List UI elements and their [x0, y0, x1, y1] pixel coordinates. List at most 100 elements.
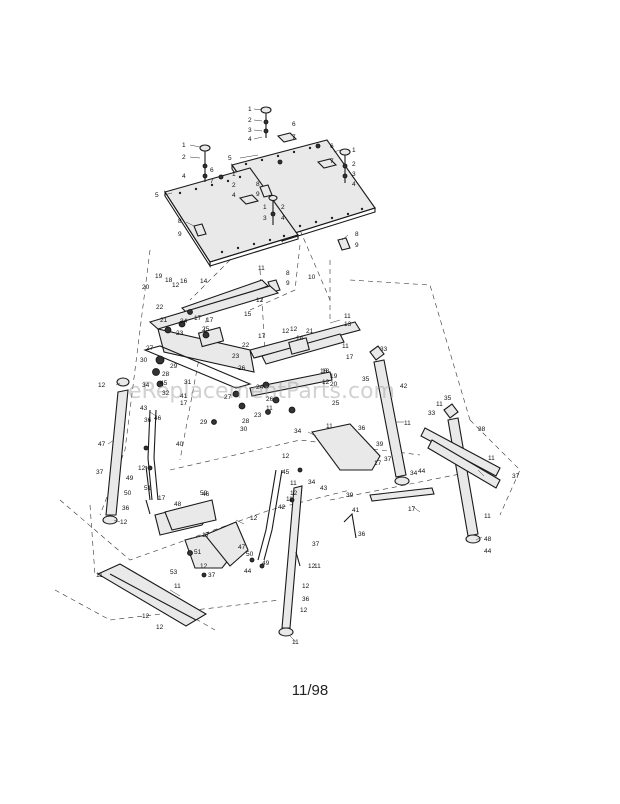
- callout-label: 3: [263, 215, 267, 222]
- callout-label: 28: [162, 371, 170, 378]
- callout-label: 8: [355, 231, 359, 238]
- callout-label: 51: [144, 485, 152, 492]
- callout-label: 6: [292, 121, 296, 128]
- callout-label: 4: [182, 173, 186, 180]
- callout-label: 33: [380, 346, 388, 353]
- callout-label: 11: [436, 401, 443, 408]
- callout-label: 1: [248, 106, 252, 113]
- callout-label: 12: [250, 515, 258, 522]
- callout-label: 17: [346, 354, 354, 361]
- callout-label: 49: [126, 475, 134, 482]
- callout-label: 30: [240, 426, 248, 433]
- callout-label: 5: [228, 155, 232, 162]
- callout-label: 14: [296, 335, 304, 342]
- callout-label: 37: [312, 541, 320, 548]
- callout-label: 11: [488, 455, 495, 462]
- callout-label: 18: [165, 277, 173, 284]
- callout-label: 12: [98, 382, 106, 389]
- callout-label: 3: [248, 127, 252, 134]
- callout-label: 23: [176, 330, 184, 337]
- callout-label: 8: [178, 218, 182, 225]
- callout-label: 4: [248, 136, 252, 143]
- callout-label: 12: [290, 490, 298, 497]
- callout-label: 9: [256, 191, 260, 198]
- callout-label: 37: [208, 572, 216, 579]
- callout-label: 4: [352, 181, 356, 188]
- callout-label: 12: [308, 563, 316, 570]
- callout-label: 37: [96, 469, 104, 476]
- part-callouts: 1 2 3 4 6 7 5 1 2 4 6 7 1 2 3 4 1 2 4 6 …: [96, 106, 520, 646]
- callout-label: 34: [308, 479, 316, 486]
- callout-label: 6: [210, 167, 214, 174]
- callout-label: 4: [281, 215, 285, 222]
- callout-label: 27: [224, 394, 232, 401]
- callout-label: 43: [140, 405, 148, 412]
- callout-label: 15: [244, 311, 252, 318]
- callout-label: 20: [330, 381, 338, 388]
- callout-label: 12: [120, 519, 128, 526]
- callout-label: 12: [302, 583, 310, 590]
- callout-label: 42: [400, 383, 408, 390]
- callout-label: 48: [484, 536, 492, 543]
- callout-label: 12: [138, 465, 146, 472]
- callout-label: 36: [144, 417, 152, 424]
- callout-label: 22: [156, 304, 164, 311]
- callout-label: 34: [142, 382, 150, 389]
- callout-label: 11: [96, 572, 103, 579]
- callout-label: 1: [352, 147, 356, 154]
- callout-label: 12: [282, 453, 290, 460]
- callout-label: 11: [258, 265, 265, 272]
- callout-label: 11: [174, 583, 181, 590]
- callout-label: 30: [140, 357, 148, 364]
- callout-label: 3: [352, 171, 356, 178]
- callout-label: 34: [410, 470, 418, 477]
- callout-label: 50: [124, 490, 132, 497]
- foot-pedals: [96, 499, 265, 627]
- callout-label: 17: [408, 506, 416, 513]
- callout-label: 10: [308, 274, 316, 281]
- callout-label: 2: [182, 154, 186, 161]
- callout-label: 44: [418, 468, 426, 475]
- callout-label: 31: [184, 379, 192, 386]
- page-date: 11/98: [291, 682, 329, 699]
- callout-label: 9: [286, 280, 290, 287]
- callout-label: 36: [122, 505, 130, 512]
- callout-label: 52: [200, 490, 208, 497]
- callout-label: 8: [256, 181, 260, 188]
- callout-label: 17: [258, 333, 266, 340]
- callout-label: 12: [156, 624, 164, 631]
- callout-label: 50: [246, 551, 254, 558]
- callout-label: 48: [174, 501, 182, 508]
- callout-label: 37: [384, 456, 392, 463]
- callout-label: 11: [266, 405, 273, 412]
- callout-label: 51: [194, 549, 202, 556]
- callout-label: 24: [256, 384, 264, 391]
- callout-label: 45: [160, 380, 168, 387]
- callout-label: 11: [326, 423, 333, 430]
- callout-label: 16: [180, 278, 188, 285]
- callout-label: 21: [306, 328, 314, 335]
- callout-label: 27: [146, 345, 154, 352]
- callout-label: 53: [170, 569, 178, 576]
- legs: [102, 345, 481, 637]
- plate-holes: [178, 146, 364, 254]
- callout-label: 23: [232, 353, 240, 360]
- callout-label: 17: [158, 495, 166, 502]
- clamp-knobs: [193, 106, 351, 293]
- callout-label: 12: [290, 326, 298, 333]
- callout-label: 7: [292, 134, 296, 141]
- callout-label: 39: [376, 441, 384, 448]
- callout-label: 19: [330, 373, 338, 380]
- callout-label: 2: [352, 161, 356, 168]
- callout-label: 9: [178, 231, 182, 238]
- callout-label: 36: [302, 596, 310, 603]
- callout-label: 7: [210, 178, 214, 185]
- leader-lines: [107, 108, 485, 643]
- callout-label: 25: [202, 326, 210, 333]
- callout-label: 49: [262, 560, 270, 567]
- callout-label: 19: [155, 273, 163, 280]
- callout-label: 17: [206, 317, 214, 324]
- callout-label: 12: [200, 563, 208, 570]
- callout-label: 12: [256, 297, 264, 304]
- callout-label: 47: [238, 544, 246, 551]
